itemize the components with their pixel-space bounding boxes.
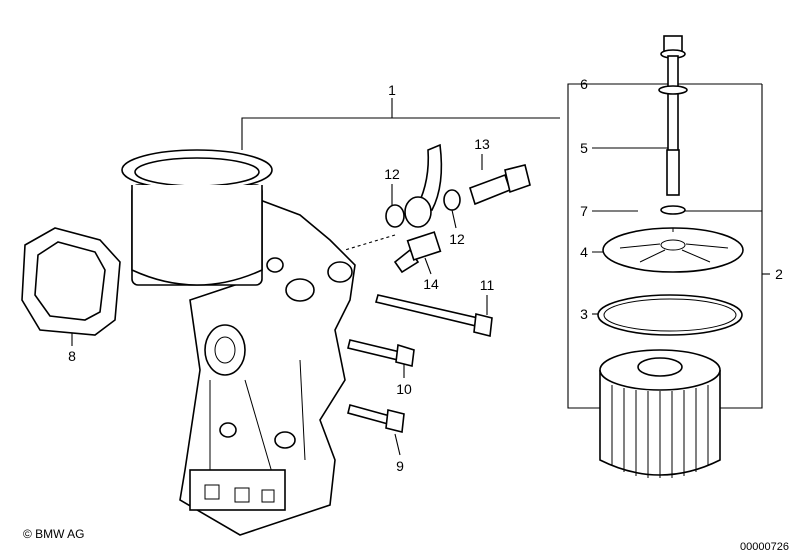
seal-ring-part-7: [660, 205, 686, 215]
image-number: 00000726: [740, 541, 789, 553]
label-part-6: 6: [580, 76, 588, 92]
label-part-7: 7: [580, 203, 588, 219]
bolt-part-9: [347, 404, 405, 433]
label-part-13: 13: [474, 136, 490, 152]
label-part-3: 3: [580, 306, 588, 322]
sensor-part-14: [393, 231, 442, 274]
label-part-1: 1: [388, 82, 396, 98]
label-part-11: 11: [480, 277, 495, 293]
bolt-part-11: [375, 294, 493, 337]
label-part-2: 2: [775, 266, 783, 282]
label-part-9: 9: [396, 458, 404, 474]
o-ring-part-3: [597, 294, 743, 336]
label-part-10: 10: [396, 381, 412, 397]
hose-fitting: [404, 143, 443, 228]
label-part-12a: 12: [384, 166, 400, 182]
cover-part-4: [602, 227, 744, 273]
filter-element: [599, 349, 721, 478]
seal-ring-part-12a: [385, 204, 405, 228]
label-part-8: 8: [68, 348, 76, 364]
bolt-part-10: [347, 339, 415, 367]
label-part-4: 4: [580, 244, 588, 260]
oil-filter-housing-part-1: [121, 149, 356, 536]
label-part-5: 5: [580, 140, 588, 156]
bolt-part-6-5: [658, 35, 688, 196]
plug-part-13: [469, 164, 531, 206]
gasket-part-8: [21, 227, 121, 336]
copyright-text: © BMW AG: [23, 527, 85, 541]
leader-lines: [71, 83, 770, 456]
label-part-14: 14: [423, 276, 439, 292]
seal-ring-part-12b: [443, 189, 461, 211]
label-part-12b: 12: [449, 231, 465, 247]
